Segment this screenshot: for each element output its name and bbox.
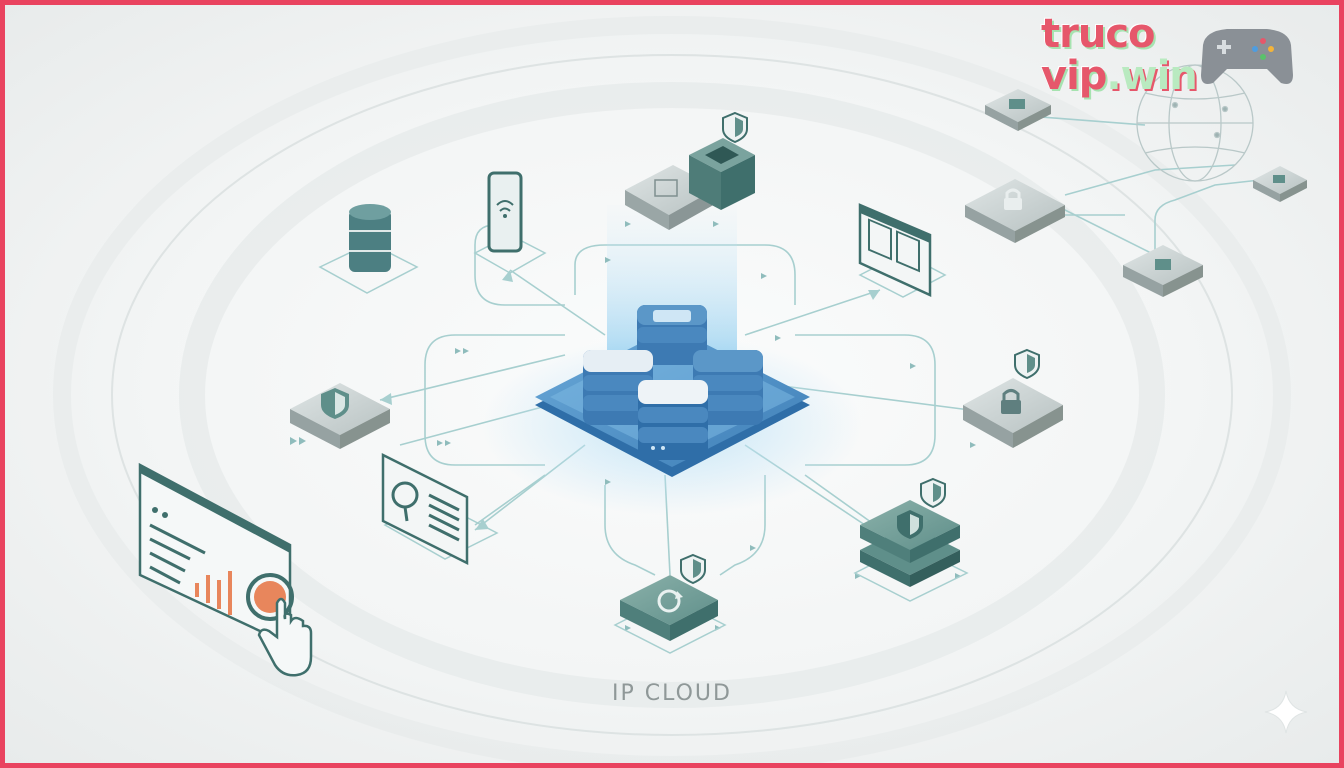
frame: truco vip.win IP CLOUD bbox=[5, 5, 1339, 763]
server-stack-center bbox=[637, 305, 707, 365]
logo-tld: .win bbox=[1106, 53, 1197, 99]
gamepad-icon bbox=[1201, 29, 1293, 84]
container-box-icon bbox=[689, 138, 755, 210]
logo-line-1: truco bbox=[1041, 11, 1156, 57]
browser-window-icon bbox=[858, 203, 947, 298]
server-stack-left bbox=[583, 350, 653, 425]
refresh-server-icon bbox=[613, 575, 727, 654]
ip-cloud-core bbox=[535, 305, 810, 477]
shield-icon-lower-right bbox=[920, 477, 946, 509]
network-node-middle bbox=[1123, 245, 1203, 297]
shield-server-icon bbox=[290, 383, 390, 449]
brand-logo: truco vip.win bbox=[1041, 13, 1261, 113]
lock-node-top-right bbox=[965, 179, 1065, 243]
background-rings bbox=[53, 16, 1291, 763]
shield-icon-right bbox=[1014, 348, 1040, 380]
shield-icon-bottom bbox=[680, 553, 706, 585]
lock-server-icon bbox=[963, 378, 1063, 448]
search-document-icon bbox=[381, 452, 499, 566]
network-node-right bbox=[1253, 166, 1307, 202]
logo-word: vip bbox=[1041, 53, 1107, 99]
sparkle-icon bbox=[1264, 690, 1308, 734]
network-diagram bbox=[53, 16, 1307, 763]
shield-stack-icon bbox=[853, 500, 969, 602]
logo-line-2: vip.win bbox=[1041, 53, 1198, 99]
shield-icon-top bbox=[722, 111, 748, 144]
database-icon bbox=[318, 204, 419, 294]
server-stack-right bbox=[693, 350, 763, 425]
hand-cursor-icon bbox=[257, 597, 313, 677]
dashboard-chart-icon bbox=[138, 462, 294, 647]
smartphone-wifi-icon bbox=[473, 171, 547, 274]
server-stack-front bbox=[638, 380, 708, 460]
network-node-top bbox=[985, 89, 1051, 131]
diagram-caption: IP CLOUD bbox=[612, 681, 732, 706]
globe-icon bbox=[1136, 64, 1254, 182]
